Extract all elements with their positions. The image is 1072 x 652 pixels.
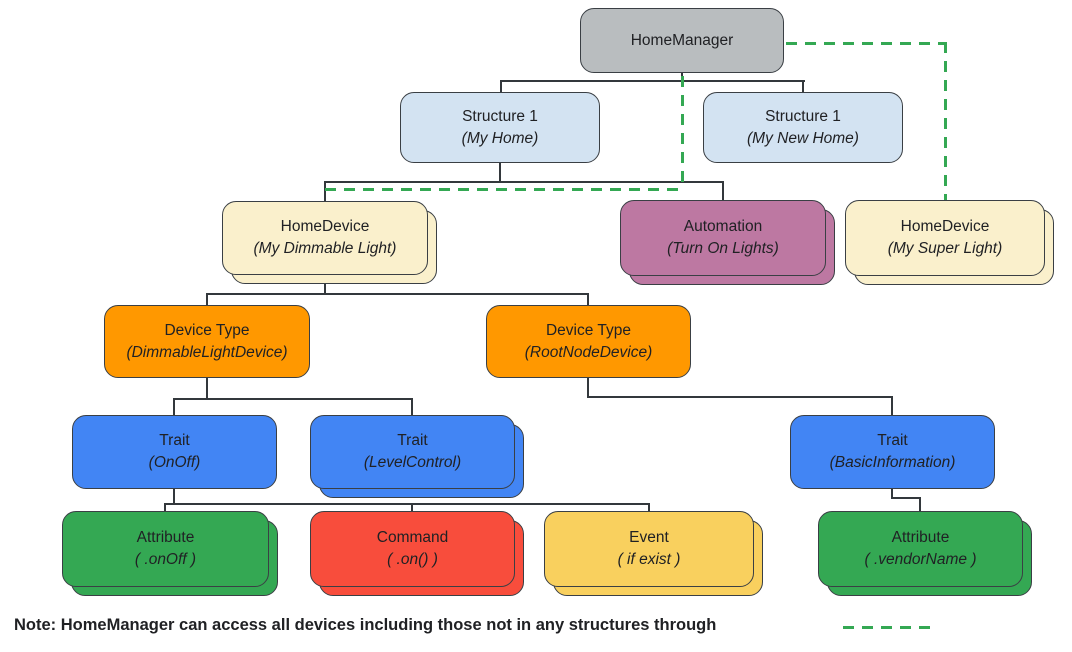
connector-line: [587, 396, 893, 398]
node-label: Command: [376, 529, 449, 546]
node-sublabel: ( if exist ): [617, 551, 681, 568]
node-label: Trait: [877, 432, 908, 449]
connector-line: [802, 80, 804, 92]
node-sublabel: (RootNodeDevice): [524, 343, 653, 361]
node-label: Event: [629, 529, 669, 546]
node-sublabel: (BasicInformation): [829, 454, 956, 471]
node-label: Device Type: [545, 321, 631, 339]
dashed-link-line: [944, 42, 947, 201]
connector-line: [164, 503, 166, 511]
connector-line: [722, 181, 724, 200]
connector-line: [500, 80, 805, 82]
node-label: HomeDevice: [900, 218, 990, 235]
connector-line: [891, 489, 893, 498]
connector-line: [206, 378, 208, 399]
node-homedevice-my-super-light: HomeDevice (My Super Light): [845, 200, 1054, 285]
dashed-link-line: [681, 76, 684, 190]
dashed-line-legend-icon: [843, 626, 938, 629]
node-sublabel: (Turn On Lights): [667, 240, 779, 257]
node-label: Device Type: [164, 321, 250, 339]
node-devicetype-dimmablelightdevice: Device Type (DimmableLightDevice): [104, 305, 310, 378]
connector-line: [206, 293, 208, 305]
node-structure-my-new-home: Structure 1 (My New Home): [703, 92, 903, 163]
node-trait-levelcontrol: Trait (LevelControl): [310, 415, 524, 498]
connector-line: [324, 181, 724, 183]
connector-line: [411, 503, 413, 511]
dashed-link-line: [786, 42, 946, 45]
node-label: Structure 1: [462, 107, 538, 125]
connector-line: [499, 163, 501, 182]
connector-line: [411, 398, 413, 415]
node-automation-turn-on-lights: Automation (Turn On Lights): [620, 200, 835, 285]
node-command-on: Command ( .on() ): [310, 511, 524, 596]
connector-line: [206, 293, 589, 295]
node-label: Attribute: [891, 529, 950, 546]
node-sublabel: (My Home): [461, 129, 539, 147]
connector-line: [587, 293, 589, 305]
connector-line: [164, 503, 650, 505]
node-trait-onoff: Trait (OnOff): [72, 415, 277, 489]
node-attribute-onoff: Attribute ( .onOff ): [62, 511, 278, 596]
node-homedevice-my-dimmable-light: HomeDevice (My Dimmable Light): [222, 201, 437, 284]
node-label: HomeManager: [630, 31, 734, 49]
node-sublabel: (My Super Light): [887, 240, 1003, 257]
connector-line: [500, 80, 502, 92]
node-sublabel: (LevelControl): [363, 454, 462, 471]
connector-line: [324, 275, 326, 294]
node-sublabel: ( .vendorName ): [864, 551, 977, 568]
node-devicetype-rootnodedevice: Device Type (RootNodeDevice): [486, 305, 691, 378]
node-sublabel: ( .onOff ): [134, 551, 197, 568]
node-label: Automation: [683, 218, 763, 235]
node-label: Attribute: [136, 529, 195, 546]
node-sublabel: ( .on() ): [387, 551, 438, 568]
node-homemanager: HomeManager: [580, 8, 784, 73]
node-structure-my-home: Structure 1 (My Home): [400, 92, 600, 163]
connector-line: [891, 497, 921, 499]
node-label: Trait: [397, 432, 428, 449]
connector-line: [173, 398, 413, 400]
node-trait-basicinformation: Trait (BasicInformation): [790, 415, 995, 489]
connector-line: [891, 396, 893, 415]
node-sublabel: (OnOff): [148, 454, 201, 471]
node-sublabel: (My New Home): [747, 129, 859, 147]
node-sublabel: (DimmableLightDevice): [126, 343, 288, 361]
connector-line: [587, 378, 589, 397]
connector-line: [173, 398, 175, 415]
node-label: HomeDevice: [280, 218, 370, 235]
connector-line: [324, 181, 326, 201]
connector-line: [173, 489, 175, 504]
node-sublabel: (My Dimmable Light): [253, 240, 397, 257]
node-label: Structure 1: [765, 107, 841, 125]
footnote-text: Note: HomeManager can access all devices…: [14, 616, 717, 634]
node-attribute-vendorname: Attribute ( .vendorName ): [818, 511, 1032, 596]
connector-line: [648, 503, 650, 511]
node-event-if-exist: Event ( if exist ): [544, 511, 763, 596]
connector-line: [919, 497, 921, 511]
dashed-link-line: [325, 188, 683, 191]
node-label: Trait: [159, 432, 190, 449]
